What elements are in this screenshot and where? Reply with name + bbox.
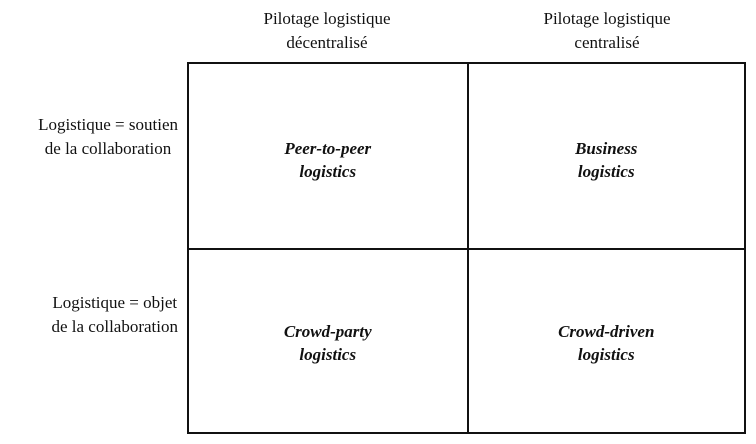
column-header-centralized: Pilotage logistique centralisé: [467, 7, 747, 55]
cell-business-line1: Business: [575, 139, 638, 158]
cell-business-term: Business logistics: [575, 137, 637, 183]
column-header-decentralized: Pilotage logistique décentralisé: [187, 7, 467, 55]
row-label-support: Logistique = soutien de la collaboration: [38, 113, 178, 161]
cell-crowd-driven: Crowd-driven logistics: [466, 248, 744, 432]
cell-peer-to-peer-line1: Peer-to-peer: [284, 139, 372, 158]
column-header-decentralized-line1: Pilotage logistique: [263, 9, 391, 28]
row-label-object-line2: de la collaboration: [51, 317, 178, 336]
cell-peer-to-peer-line2: logistics: [299, 162, 357, 181]
cell-business: Business logistics: [466, 64, 745, 248]
row-label-support-line2: de la collaboration: [44, 139, 172, 158]
cell-crowd-driven-term: Crowd-driven logistics: [558, 320, 654, 366]
cell-crowd-party-term: Crowd-party logistics: [284, 320, 372, 366]
cell-crowd-driven-line2: logistics: [577, 345, 635, 364]
cell-peer-to-peer-term: Peer-to-peer logistics: [284, 137, 371, 183]
cell-crowd-party: Crowd-party logistics: [189, 248, 467, 432]
cell-business-line2: logistics: [577, 162, 635, 181]
column-header-decentralized-line2: décentralisé: [286, 33, 368, 52]
column-header-centralized-line1: Pilotage logistique: [543, 9, 671, 28]
cell-crowd-party-line1: Crowd-party: [283, 322, 372, 341]
cell-crowd-driven-line1: Crowd-driven: [558, 322, 655, 341]
column-header-centralized-line2: centralisé: [574, 33, 640, 52]
row-label-object-line1: Logistique = objet: [52, 293, 178, 312]
row-label-support-line1: Logistique = soutien: [38, 115, 178, 134]
row-label-object: Logistique = objet de la collaboration: [51, 291, 178, 339]
cell-peer-to-peer: Peer-to-peer logistics: [189, 64, 467, 248]
cell-crowd-party-line2: logistics: [299, 345, 357, 364]
logistics-matrix: Peer-to-peer logistics Business logistic…: [187, 62, 746, 434]
